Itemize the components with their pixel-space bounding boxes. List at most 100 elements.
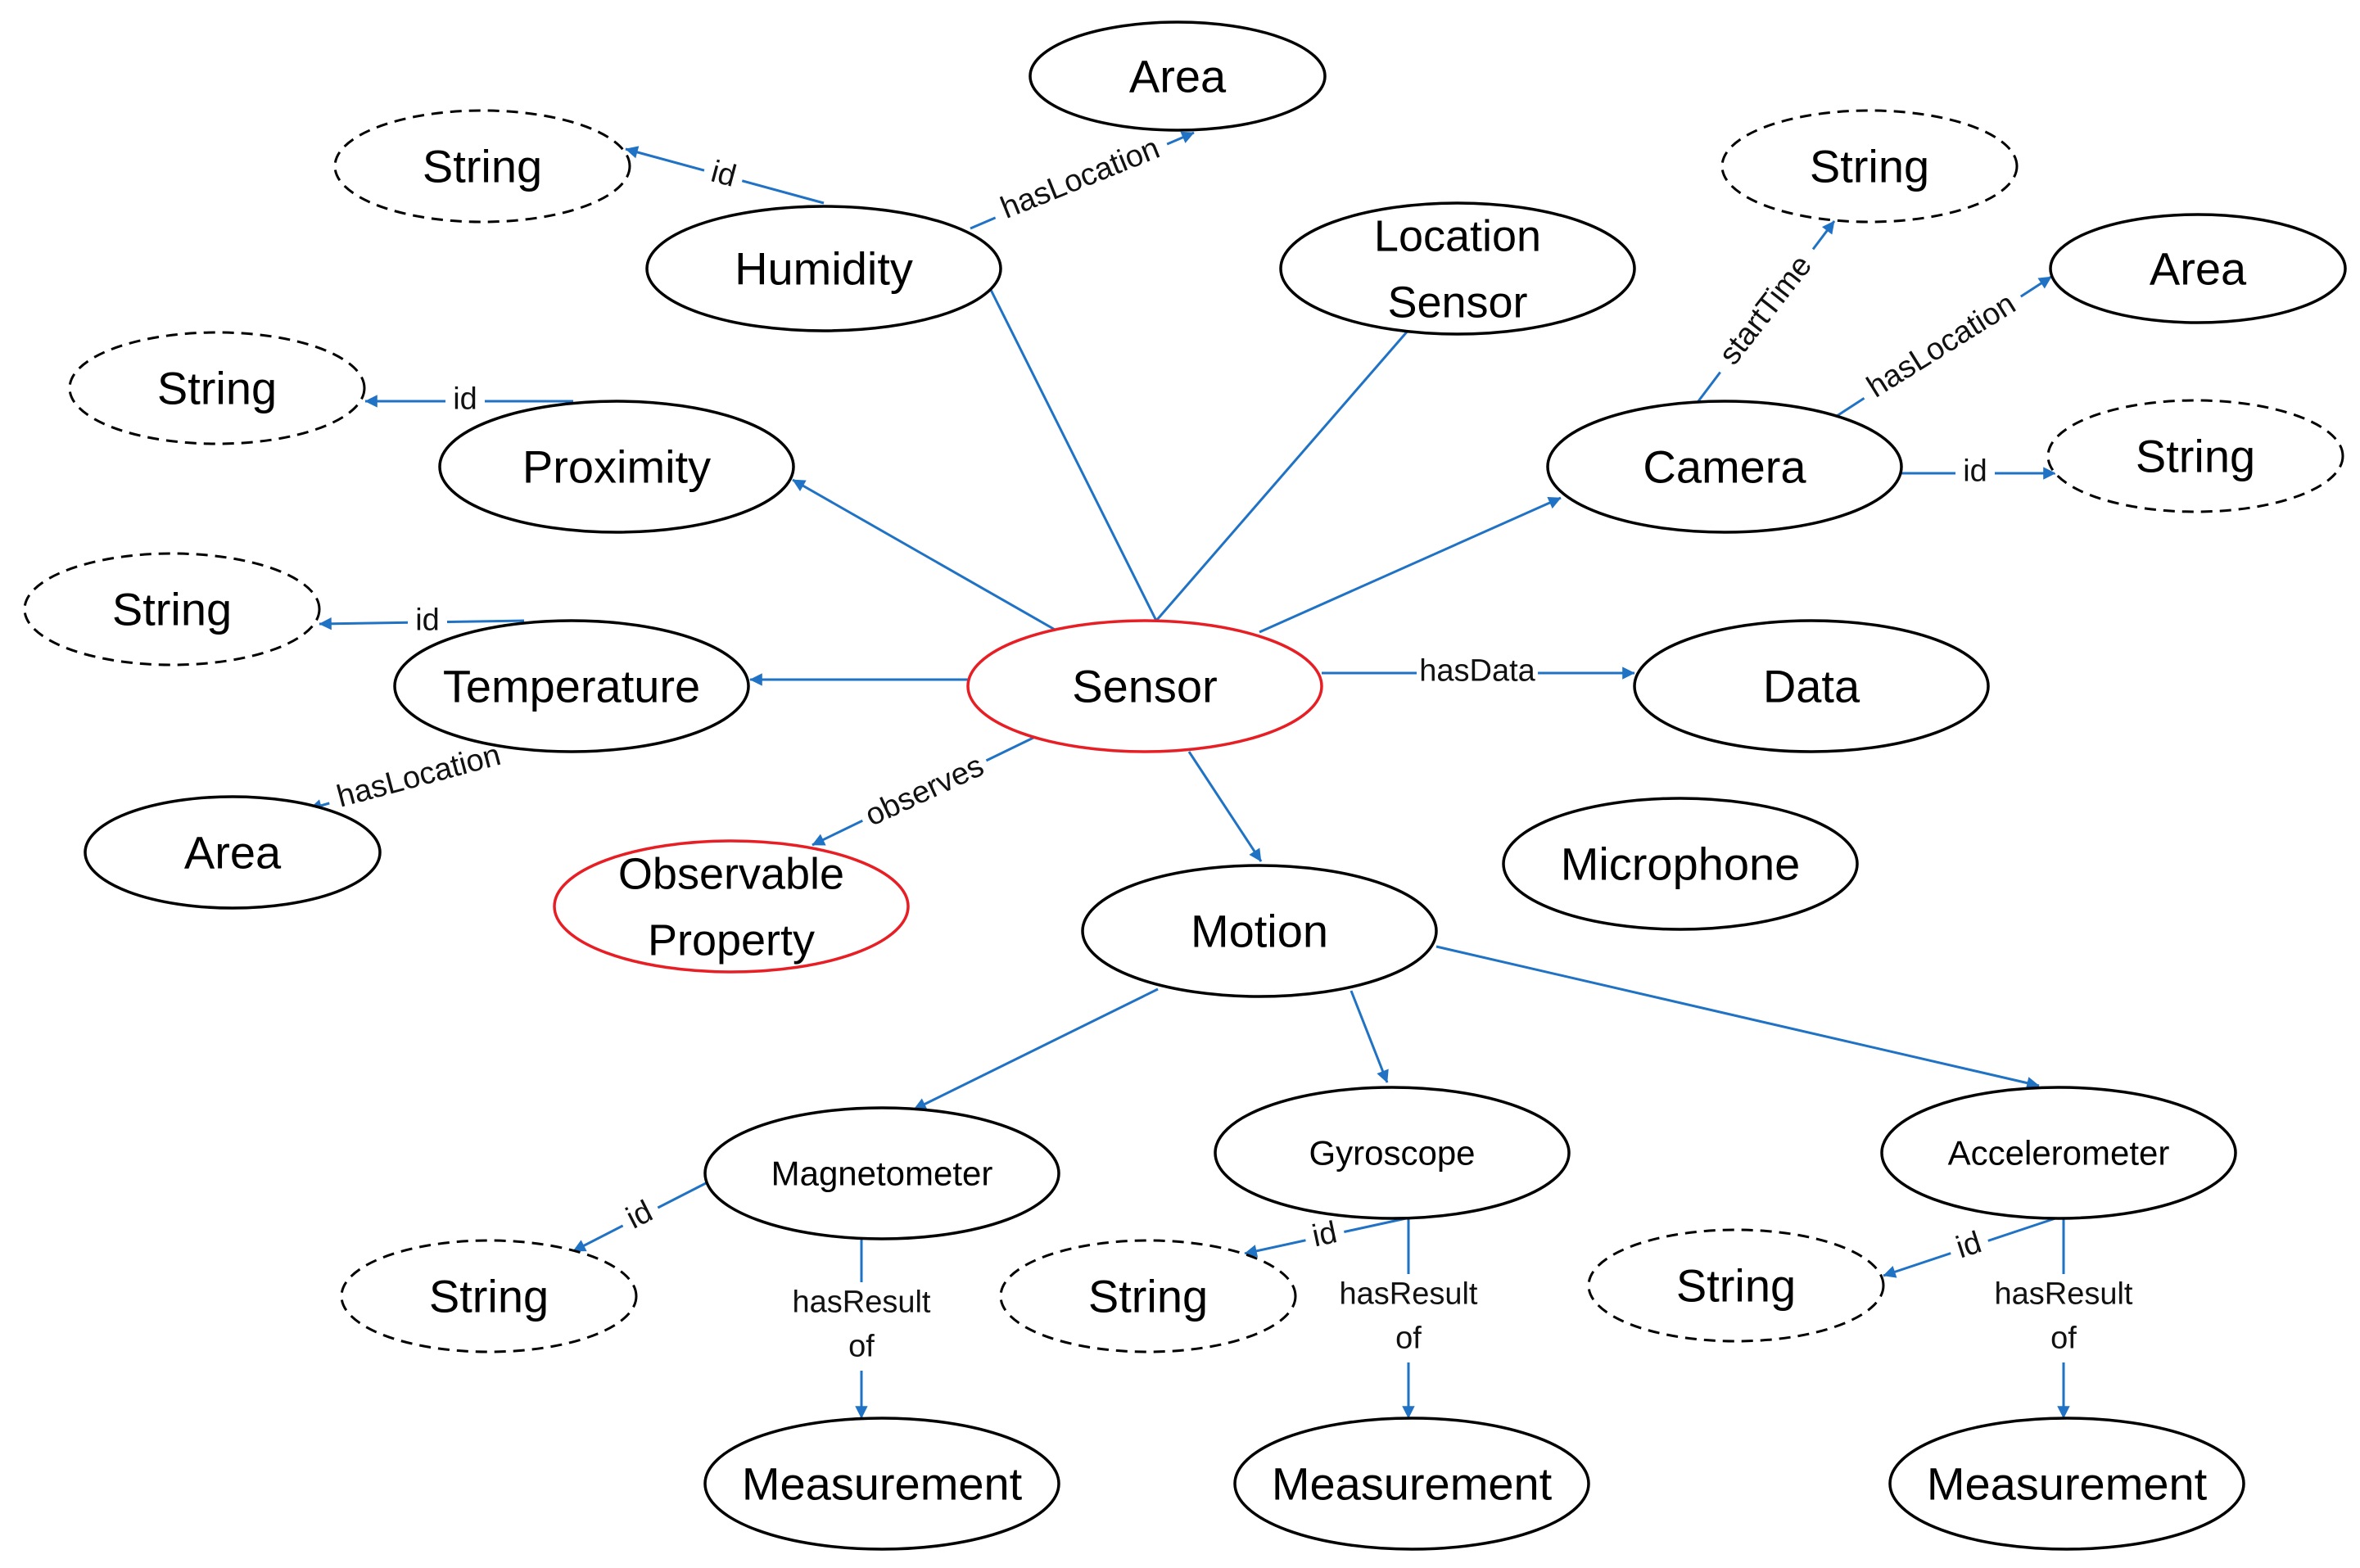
node-label: String — [1088, 1271, 1208, 1322]
node-temperature: Temperature — [393, 619, 750, 753]
node-ellipse — [340, 1239, 638, 1353]
edge-motion-magnetometer — [913, 987, 1159, 1111]
edge-label-text: hasResult — [1340, 1277, 1478, 1312]
edge-arrow — [1187, 751, 1263, 862]
node-label: Area — [1129, 51, 1227, 102]
node-label: String — [423, 141, 542, 192]
edge-label-text: id — [1963, 454, 1987, 489]
node-label: String — [1810, 141, 1929, 192]
node-ellipse — [1888, 1417, 2245, 1551]
node-proximity-string: String — [68, 331, 366, 445]
edge-motion-accelerometer — [1435, 945, 2040, 1090]
edge-label-text: of — [1395, 1322, 1422, 1356]
edge-gyroscope-result: hasResult of — [1331, 1218, 1485, 1419]
edge-label: hasData — [1417, 651, 1538, 695]
edge-label-background — [613, 1188, 668, 1245]
edge-sensor-motion — [1187, 751, 1263, 862]
edge-accelerometer-id: id — [1883, 1217, 2056, 1278]
edge-humidity-id: id — [625, 146, 825, 205]
node-label: Observable — [618, 849, 844, 898]
edge-sensor-observable-property: observes — [812, 735, 1036, 847]
edge-arrow — [1155, 291, 1443, 621]
node-label: Measurement — [1272, 1458, 1553, 1510]
node-label: Location — [1374, 211, 1541, 260]
node-ellipse — [23, 552, 321, 667]
node-proximity: Proximity — [438, 400, 795, 534]
node-accelerometer-measurement: Measurement — [1888, 1417, 2245, 1551]
edge-humidity-location: hasLocation — [970, 124, 1195, 236]
edge-label-text: hasLocation — [1861, 287, 2022, 404]
node-ellipse — [2046, 399, 2344, 513]
node-ellipse — [1029, 20, 1327, 132]
edge-arrow — [1435, 945, 2040, 1090]
edge-sensor-location-sensor — [1155, 291, 1443, 621]
node-label: String — [157, 363, 277, 414]
node-data: Data — [1633, 619, 1990, 753]
edge-label: hasResult of — [1987, 1274, 2141, 1362]
node-label: String — [112, 584, 232, 635]
node-label: String — [429, 1271, 549, 1322]
node-microphone: Microphone — [1502, 797, 1859, 931]
edge-label-text: hasData — [1419, 654, 1535, 689]
edge-arrow — [978, 266, 1158, 621]
edge-sensor-humidity — [978, 266, 1158, 621]
edge-motion-gyroscope — [1350, 990, 1389, 1083]
node-ellipse — [553, 839, 910, 974]
edge-temperature-location: hasLocation — [309, 732, 516, 824]
edge-label-text: of — [2050, 1322, 2077, 1356]
edge-label-background — [323, 732, 516, 824]
node-ellipse — [1279, 201, 1636, 336]
edge-label-background — [1955, 451, 1995, 495]
node-label: Data — [1763, 661, 1860, 712]
edge-label-text: id — [453, 382, 477, 417]
node-label: Measurement — [742, 1458, 1023, 1510]
edge-label-background — [784, 1282, 938, 1371]
node-ellipse — [1633, 619, 1990, 753]
node-ellipse — [1587, 1228, 1885, 1343]
edge-label-background — [1417, 651, 1538, 695]
edge-label-background — [853, 743, 997, 842]
edge-label-background — [1300, 1210, 1350, 1263]
node-ellipse — [703, 1106, 1060, 1240]
node-label: Sensor — [1072, 661, 1217, 712]
edge-sensor-data: hasData — [1322, 651, 1635, 695]
node-label: Measurement — [1927, 1458, 2208, 1510]
node-ellipse — [999, 1239, 1297, 1353]
node-label: Microphone — [1561, 838, 1801, 890]
edge-gyroscope-id: id — [1244, 1210, 1407, 1263]
edge-label-text: hasResult — [793, 1286, 931, 1320]
node-ellipse — [1502, 797, 1859, 931]
node-ellipse — [1214, 1086, 1571, 1220]
edge-sensor-camera — [1259, 496, 1562, 634]
node-ellipse — [68, 331, 366, 445]
node-sensor: Sensor — [966, 619, 1323, 753]
node-ellipse — [1081, 864, 1438, 998]
node-camera-area: Area — [2049, 213, 2347, 324]
edge-arrow — [792, 478, 1057, 632]
node-label: Humidity — [735, 243, 913, 295]
edge-label-text: hasLocation — [333, 738, 504, 815]
node-gyroscope: Gyroscope — [1214, 1086, 1571, 1220]
node-humidity-string: String — [333, 109, 631, 224]
edge-label-background — [698, 149, 748, 203]
node-label: Area — [184, 827, 282, 879]
node-label: Motion — [1191, 906, 1328, 957]
node-label: Proximity — [522, 441, 711, 493]
node-camera-id-string: String — [2046, 399, 2344, 513]
node-label: Gyroscope — [1309, 1134, 1475, 1173]
edge-label: hasLocation — [323, 732, 516, 824]
node-accelerometer-string: String — [1587, 1228, 1885, 1343]
edge-label-text: hasResult — [1995, 1277, 2133, 1312]
edge-label-background — [986, 124, 1176, 236]
node-magnetometer: Magnetometer — [703, 1106, 1060, 1240]
edge-layer: hasData observes id hasLocation id id hasLocat… — [309, 124, 2141, 1419]
edge-label: id — [445, 379, 485, 423]
edge-label-background — [1943, 1219, 1996, 1275]
edge-temperature-id: id — [319, 600, 525, 644]
node-ellipse — [1720, 109, 2019, 224]
node-humidity-area: Area — [1029, 20, 1327, 132]
node-temperature-area: Area — [84, 795, 382, 910]
edge-label: id — [613, 1188, 668, 1245]
